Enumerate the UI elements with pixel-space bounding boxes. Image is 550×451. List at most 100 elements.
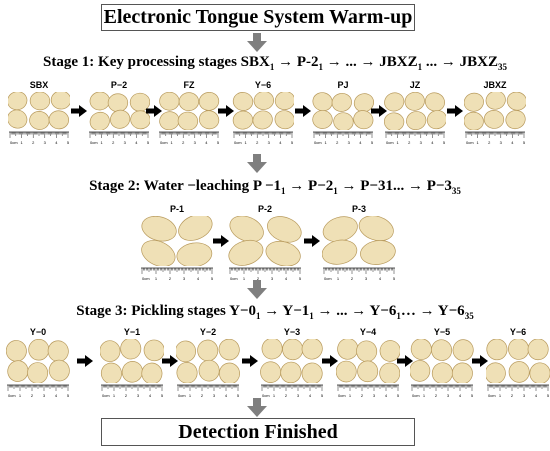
sample-label: Y−2 — [199, 327, 217, 337]
ruler-mark-label: 1 — [189, 393, 192, 398]
ruler-mark-label: 3 — [137, 393, 140, 398]
ruler-mark-label: 4 — [135, 140, 138, 145]
sample-slice — [89, 92, 110, 111]
ruler-mark-label: 2 — [125, 393, 128, 398]
sample-slice — [505, 110, 526, 130]
sample-slice — [232, 92, 254, 111]
sample-slice — [198, 92, 220, 111]
ruler-mark-label: 5 — [371, 140, 374, 145]
ruler-mark-label: 5 — [471, 393, 474, 398]
ruler-mark-label: 2 — [361, 393, 364, 398]
ruler-mark-label: 1 — [155, 276, 158, 281]
sample-slice — [431, 362, 453, 383]
sample-slice — [228, 239, 264, 266]
sample-slice — [253, 92, 274, 110]
ruler-mark-label: 5 — [147, 140, 150, 145]
ruler-mark-label: 5 — [321, 393, 324, 398]
sample-slice — [451, 362, 473, 383]
sample-slice — [100, 340, 121, 362]
sample-slice — [508, 361, 530, 383]
ruler-mark-label: 5 — [299, 276, 302, 281]
sample-slice — [529, 362, 550, 383]
right-arrow-icon — [304, 235, 320, 247]
right-arrow-icon — [146, 105, 162, 117]
sample-slice — [322, 239, 358, 265]
ruler-mark-label: 3 — [297, 393, 300, 398]
sample-slice — [280, 361, 302, 383]
sample-slices-photo — [228, 216, 302, 266]
ruler-mark-label: 1 — [243, 276, 246, 281]
right-arrow-icon — [162, 355, 178, 367]
sample-slice — [410, 339, 432, 360]
sample-slice — [141, 362, 163, 383]
sample-slice — [178, 216, 213, 241]
ruler-mark-label: 5 — [211, 276, 214, 281]
ruler-mark-label: 3 — [194, 140, 197, 145]
ruler-mark-label: 2 — [256, 140, 259, 145]
ruler-mark-label: 2 — [285, 393, 288, 398]
ruler-mark-label: 4 — [511, 140, 514, 145]
down-arrow-3 — [247, 280, 267, 299]
right-arrow-icon — [397, 355, 413, 367]
sample-slice — [260, 361, 282, 383]
right-arrow-icon — [242, 355, 258, 367]
ruler-mark-label: 4 — [149, 393, 152, 398]
ruler-mark-label: 2 — [435, 393, 438, 398]
ruler-mark-label: 1 — [337, 276, 340, 281]
sample-slice — [431, 339, 453, 361]
sample-slice — [508, 339, 530, 360]
sample-slice — [159, 111, 180, 130]
ruler-mark-label: 1 — [20, 140, 23, 145]
ruler-mark-label: 2 — [257, 276, 260, 281]
sample-slice — [486, 339, 508, 361]
ruler-mark-label: 1 — [170, 140, 173, 145]
sample-slice — [331, 92, 352, 112]
sample-slice — [486, 362, 506, 383]
sample-slices-photo — [232, 92, 294, 130]
sample-slice — [410, 360, 431, 382]
ruler-mark-label: 0cm — [230, 276, 238, 281]
ruler-mark-label: 0cm — [234, 140, 242, 145]
ruler-mark-label: 5 — [217, 140, 220, 145]
sample-slice — [333, 112, 354, 130]
ruler-mark-label: 3 — [268, 140, 271, 145]
sample-slice — [464, 92, 484, 112]
ruler-mark-label: 2 — [408, 140, 411, 145]
ruler-mark-label: 1 — [476, 140, 479, 145]
ruler-mark-label: 2 — [32, 140, 35, 145]
sample-label: Y−1 — [123, 327, 141, 337]
sample-slice — [261, 339, 283, 360]
ruler-mark-label: 4 — [379, 276, 382, 281]
sample-slice — [219, 362, 240, 383]
sample-slice — [141, 240, 176, 266]
ruler-mark-label: 0cm — [160, 140, 168, 145]
sample-slice — [274, 110, 294, 130]
sample-slice — [282, 339, 304, 361]
sample-slice — [177, 111, 199, 130]
sample-slice — [252, 110, 273, 130]
sample-slice — [100, 362, 122, 383]
sample-label: PJ — [337, 80, 349, 90]
ruler-mark-label: 1 — [396, 140, 399, 145]
ruler-mark-label: 0cm — [262, 393, 270, 398]
down-arrow-1 — [247, 33, 267, 52]
sample-slices-photo — [6, 339, 70, 383]
sample-slice — [48, 110, 69, 130]
sample-slice — [384, 112, 405, 130]
ruler-mark-label: 0cm — [412, 393, 420, 398]
sample-slice — [6, 340, 27, 362]
